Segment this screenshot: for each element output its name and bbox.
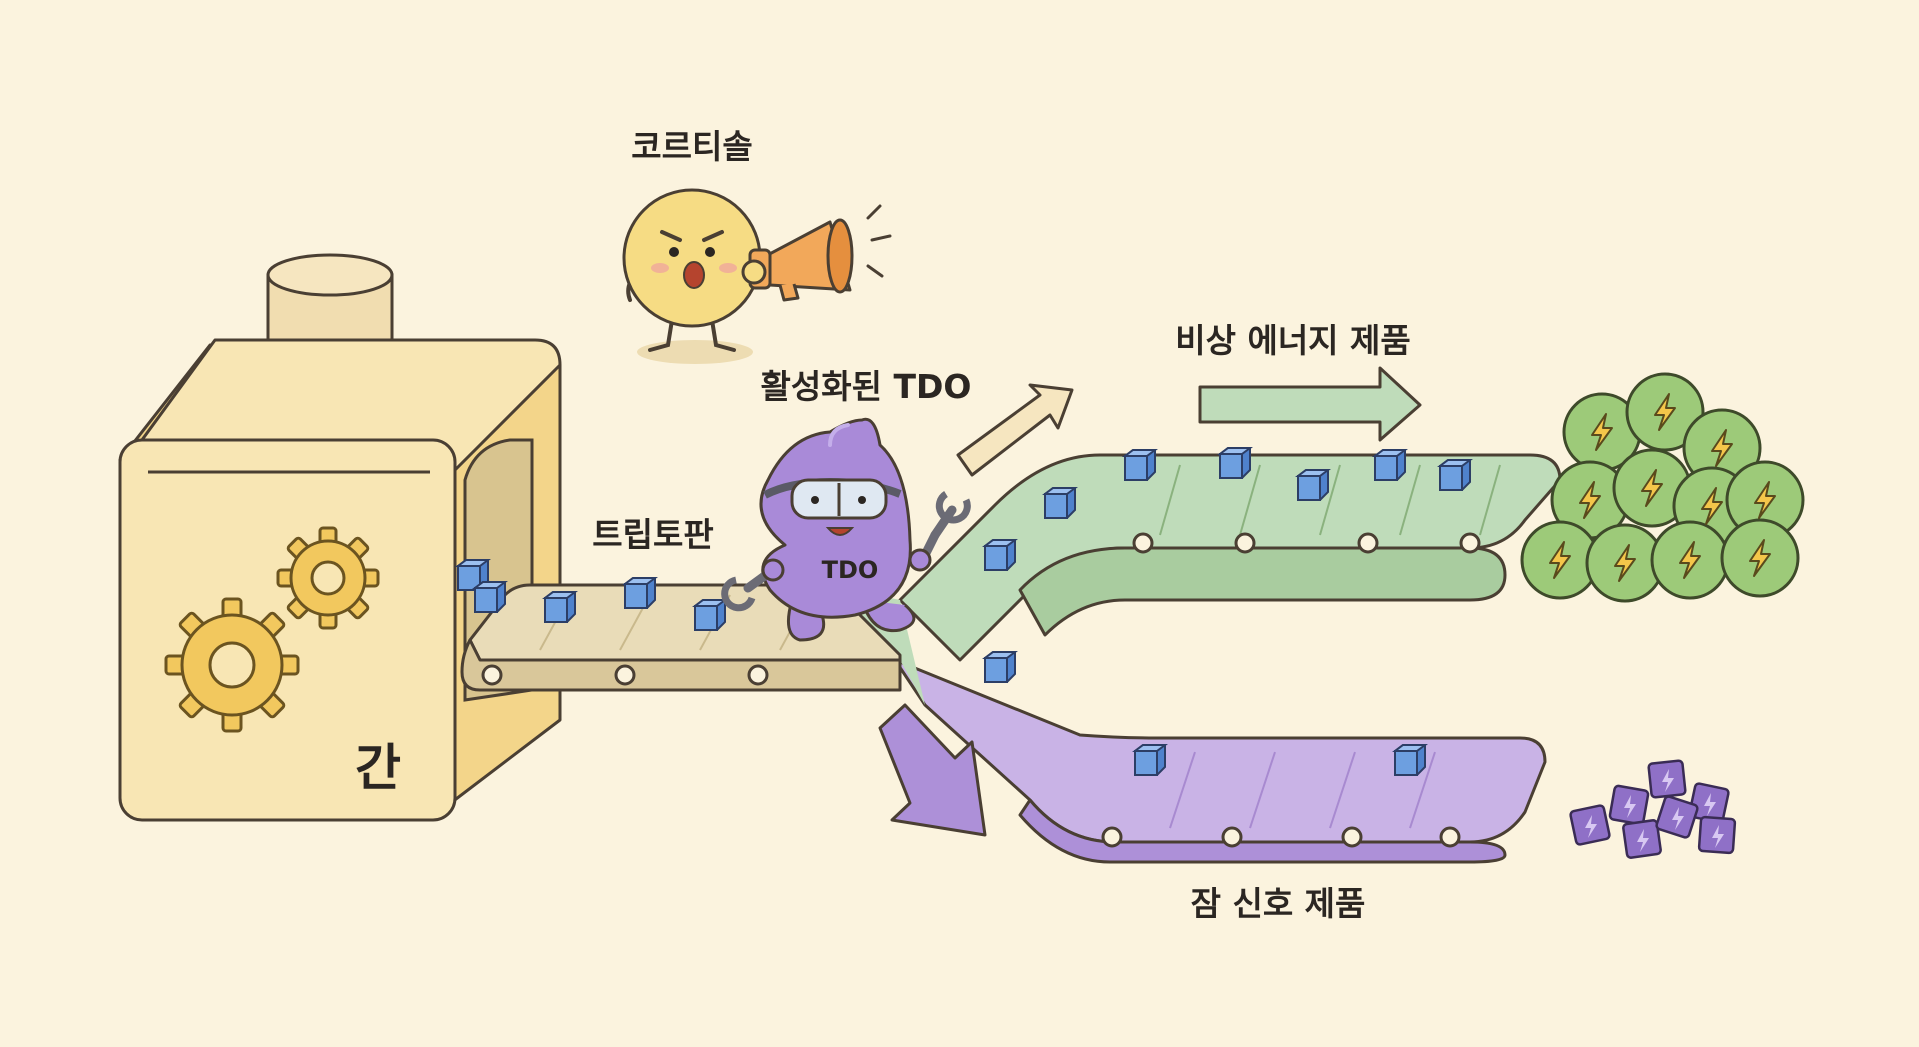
sleep-conveyor [893, 658, 1547, 864]
emergency-energy-label: 비상 에너지 제품 [1175, 321, 1411, 360]
box-icon [1439, 459, 1471, 491]
gear-icon [276, 526, 380, 630]
box-icon [984, 539, 1016, 571]
gear-icon [164, 597, 300, 733]
box-icon [694, 599, 726, 631]
box-icon [1374, 449, 1406, 481]
arrow-icon [956, 383, 1074, 477]
sleep-tile-pile [1569, 759, 1737, 859]
box-icon [1134, 744, 1166, 776]
box-icon [1124, 449, 1156, 481]
arrow-icon [1198, 366, 1422, 442]
box-icon [1297, 469, 1329, 501]
liver-factory: 간 [118, 253, 562, 822]
box-icon [624, 577, 656, 609]
box-icon [474, 581, 506, 613]
box-icon [1219, 447, 1251, 479]
tdo-character: TDO [721, 417, 971, 642]
wrench-icon [908, 491, 971, 572]
tdo-badge-label: TDO [822, 556, 879, 584]
box-icon [1044, 487, 1076, 519]
box-icon [1394, 744, 1426, 776]
wrench-icon [721, 558, 785, 612]
box-icon [984, 651, 1016, 683]
liver-label: 간 [355, 739, 401, 797]
activated-tdo-label: 활성화된 TDO [761, 367, 972, 406]
box-icon [544, 591, 576, 623]
energy-orb-pile [1520, 372, 1805, 603]
megaphone-icon [741, 204, 892, 302]
cortisol-character: 코르티솔 [622, 127, 892, 364]
tryptophan-label: 트립토판 [592, 515, 713, 554]
cortisol-label: 코르티솔 [631, 127, 752, 166]
goggles-icon [763, 477, 902, 520]
arrow-icon [878, 703, 987, 837]
sleep-signal-label: 잠 신호 제품 [1191, 884, 1366, 923]
